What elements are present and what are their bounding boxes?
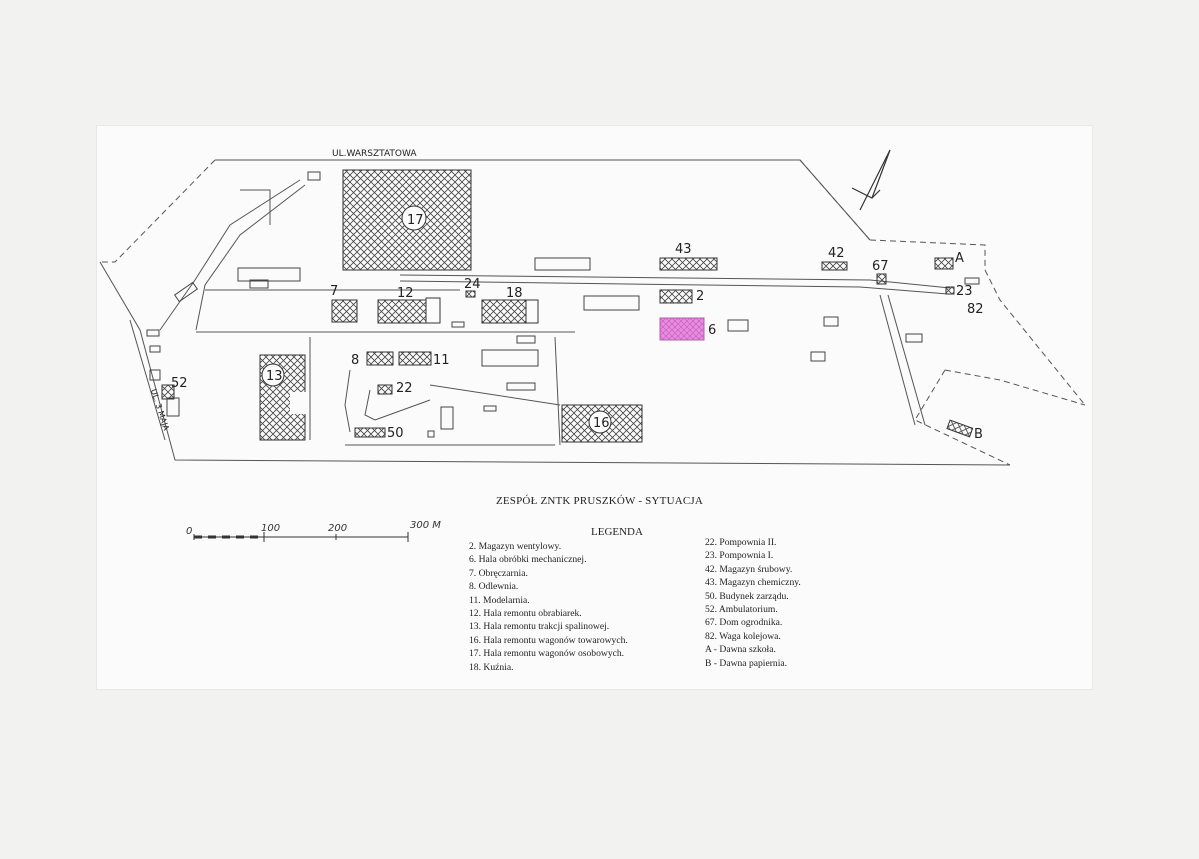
label-17: 17 [407, 213, 424, 228]
legend-item: 18. Kuźnia. [469, 661, 514, 673]
building-22 [377, 384, 393, 395]
minor-structures [146, 171, 980, 438]
legend-item: B - Dawna papiernia. [705, 657, 788, 669]
legend-item: 17. Hala remontu wagonów osobowych. [469, 648, 625, 660]
label-18: 18 [506, 286, 523, 301]
legend-right-column: 22. Pompownia II. 23. Pompownia I. 42. M… [705, 536, 801, 670]
building-11 [398, 351, 432, 366]
building-23 [945, 286, 955, 295]
north-arrow-icon [851, 149, 891, 211]
site-boundary [99, 159, 1086, 466]
legend-item: 7. Obręczarnia. [469, 567, 528, 579]
legend-item: 11. Modelarnia. [469, 594, 530, 606]
building-2 [659, 289, 693, 304]
label-8: 8 [351, 353, 359, 368]
legend-item: 82. Waga kolejowa. [705, 630, 781, 642]
building-43 [659, 257, 718, 271]
legend-item: 8. Odlewnia. [469, 581, 519, 593]
legend-item: 43. Magazyn chemiczny. [705, 577, 801, 589]
building-50 [354, 427, 386, 438]
legend-item: 12. Hala remontu obrabiarek. [469, 608, 582, 620]
buildings [161, 169, 974, 443]
legend-item: 23. Pompownia I. [705, 550, 774, 562]
building-17-marker [401, 205, 427, 231]
label-11: 11 [433, 353, 450, 368]
label-6: 6 [708, 323, 716, 338]
building-42 [821, 261, 848, 271]
internal-roads [159, 179, 951, 446]
legend-item: 6. Hala obróbki mechanicznej. [469, 554, 587, 566]
building-24 [465, 290, 476, 298]
street-label: UL.WARSZTATOWA [332, 149, 417, 159]
legend-item: 22. Pompownia II. [705, 537, 777, 548]
label-82: 82 [967, 302, 984, 317]
legend-item: 50. Budynek zarządu. [705, 590, 789, 602]
label-7: 7 [330, 284, 338, 299]
legend-title: LEGENDA [591, 526, 643, 538]
building-13-marker [261, 363, 285, 387]
scale-bar [193, 532, 409, 542]
legend-item: 67. Dom ogrodnika. [705, 617, 783, 629]
label-16: 16 [593, 416, 610, 431]
building-52 [161, 384, 175, 400]
legend-item: A - Dawna szkoła. [705, 644, 776, 656]
building-A [934, 257, 954, 270]
label-43: 43 [675, 242, 692, 257]
scale-label-100: 100 [261, 523, 281, 534]
label-2: 2 [696, 289, 704, 304]
legend-item: 52. Ambulatorium. [705, 604, 778, 616]
label-50: 50 [387, 426, 404, 441]
building-12 [377, 299, 427, 324]
label-13: 13 [266, 369, 283, 384]
building-6-highlighted [659, 317, 705, 341]
label-24: 24 [464, 277, 481, 292]
label-67: 67 [872, 259, 889, 274]
scale-label-200: 200 [328, 523, 348, 534]
legend-item: 42. Magazyn śrubowy. [705, 563, 793, 575]
legend-item: 16. Hala remontu wagonów towarowych. [469, 634, 628, 646]
legend-item: 13. Hala remontu trakcji spalinowej. [469, 621, 610, 633]
map-title: ZESPÓŁ ZNTK PRUSZKÓW - SYTUACJA [495, 495, 704, 507]
building-67 [876, 273, 887, 285]
label-52: 52 [171, 376, 188, 391]
label-42: 42 [828, 246, 845, 261]
legend-item: 2. Magazyn wentylowy. [469, 541, 562, 552]
scale-label-0: 0 [186, 526, 193, 537]
label-12: 12 [397, 286, 414, 301]
label-22: 22 [396, 381, 413, 396]
scale-label-300: 300 M [410, 520, 441, 531]
label-23: 23 [956, 284, 973, 299]
label-B: B [974, 427, 983, 442]
building-16-marker [588, 410, 612, 434]
building-8 [366, 351, 394, 366]
label-A: A [955, 251, 964, 266]
building-B [946, 419, 974, 438]
legend-left-column: 2. Magazyn wentylowy. 6. Hala obróbki me… [469, 540, 628, 674]
building-7 [331, 299, 358, 323]
building-18 [481, 299, 527, 324]
